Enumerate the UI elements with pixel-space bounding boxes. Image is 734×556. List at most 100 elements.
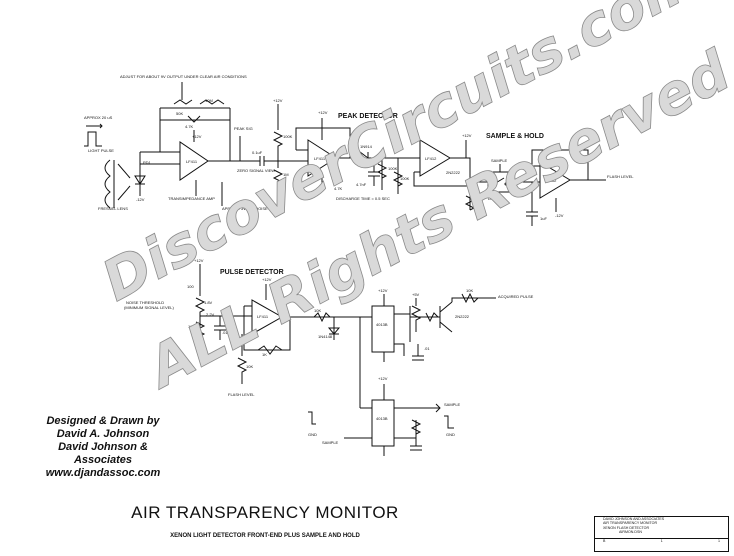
flash-level-in: FLASH LEVEL [228,392,255,397]
q1-label-top: 2N2222 [446,170,461,175]
r6-label: 10K [246,364,253,369]
v12-label-d: +12V [462,133,472,138]
light-pulse-symbol: APPROX 20 uS LIGHT PULSE [84,115,114,153]
opamp-u5: LF411 +12V 1K 10K 1N4148 10K FLASH LEVEL [228,277,360,397]
opamp-u3: LF412 2N2222 +12V 22K [413,133,483,211]
c5-label: .01 [424,346,430,351]
r5-label: 10K [314,308,321,313]
r1-label: 10M [205,98,213,103]
ctr-label: 2.2V [206,312,215,317]
r9-label: 22K [476,203,483,208]
fresnel-label: FRESNEL LENS [98,206,128,211]
credit-line3: David Johnson & Associates [58,441,148,466]
g1-label: GND [308,432,317,437]
peak-detector-title: PEAK DETECTOR [338,113,398,120]
v12-label-c: +12V [318,110,328,115]
tb-line6: 1 [660,538,663,543]
r12-label: 1K [262,352,267,357]
coupling-cap: 0.1uF [252,150,308,166]
v12-label-b: +12V [273,98,283,103]
v12-label-e: +12V [194,258,204,263]
flipflop-u6b: 4013B SAMPLE +12V SAMPLE GND GND [308,376,461,456]
transimpedance-note: TRANSIMPEDANCE AMP [168,196,215,201]
cref-label: 1.8V [204,300,213,305]
min-signal-note: (MINIMUM SIGNAL LEVEL) [124,305,175,310]
sample-in-label: SAMPLE [322,440,339,445]
approx-width-note: APPROX 20 uS [84,115,113,120]
v5-label: +5V [412,292,420,297]
u2-label: LF411 [314,156,326,161]
sample-hold-title: SAMPLE & HOLD [486,133,544,140]
r4-label: 100K [400,176,410,181]
noise-threshold-note: NOISE THRESHOLD [126,300,164,305]
diagram-title: AIR TRANSPARENCY MONITOR [131,503,399,522]
u4-label: LF412 [545,178,557,183]
sample-lbl: SAMPLE [491,158,508,163]
g2-label: GND [446,432,455,437]
v12-label-f: +12V [262,277,272,282]
tb-footer: B 1 1 [595,537,728,543]
r2-label: 100K [283,134,293,139]
credit-line1: Designed & Drawn by [46,415,160,427]
r10-label: 100 [187,284,194,289]
minus-label: -12V [136,197,145,202]
rfb-label: 4.7K [185,124,194,129]
r8-label: 100K [388,166,398,171]
tb-line5: B [603,538,606,543]
u1-label: LF411 [186,159,198,164]
v12-label-h: +12V [378,376,388,381]
threshold-divider: +12V 100 10K 1.8V 2.2V NOISE THRESHOLD (… [124,258,252,346]
r7-label: 4.7K [334,186,343,191]
tb-line1: DAVID JOHNSON AND ASSOCIATES [603,517,665,521]
r11-label: 10K [188,324,195,329]
credit-line4: www.djandassoc.com [45,467,161,479]
c4-label: .01 [222,330,228,335]
diagram-subtitle: XENON LIGHT DETECTOR FRONT-END PLUS SAMP… [170,533,360,539]
discharge-note: DISCHARGE TIME = 0.5 SEC [336,196,390,201]
pk-signal-label: PEAK SIG [234,126,253,131]
photodiode-label: PD1 [143,160,152,165]
u3-label: LF412 [425,156,437,161]
adjust-note: ADJUST FOR ABOUT 9V OUTPUT UNDER CLEAR A… [120,74,247,79]
q1-label: 2N2222 [455,314,470,319]
tb-line4: AIRMON.DSN [619,530,642,535]
r3-label: 1M [283,172,289,177]
opamp-u4: 1uF LF412 -12V FLASH LEVEL [526,149,634,226]
photodiode: PD1 -12V [134,160,152,202]
opamp-u1: LF411 50K 10M 4.7K +12V ADJUST FOR ABOUT… [120,74,260,201]
light-pulse-label: LIGHT PULSE [88,148,114,153]
d3-label: 1N4148 [318,334,333,339]
u6a-label: 4013B [376,322,388,327]
transistor-q1: 2N2222 10K ACQUIRED PULSE [410,288,534,333]
peak-signal-probe: PEAK SIG ZERO SIGNAL VIEW APPROX. 3V/μFF… [221,126,275,211]
sw-label: DG419 [488,196,501,201]
minus12-label: -12V [555,213,564,218]
approx-note: APPROX. 3V/μFF NOISE [222,206,268,211]
d1-label: 1N914 [360,144,373,149]
pulse-detector-title: PULSE DETECTOR [220,269,284,276]
fresnel-lens: FRESNEL LENS [98,159,131,211]
bias-divider: +12V 100K 1M [272,98,293,196]
radj-label: 50K [176,111,183,116]
title-block: DAVID JOHNSON AND ASSOCIATES AIR TRANSPA… [594,516,729,552]
tb-line7: 1 [718,538,720,543]
peak-diode: 1N914 4.7nF 100K 100K DISCHARGE TIME = 0… [336,144,420,201]
opamp-u2: LF411 +12V 4.7K [295,110,360,191]
acquired-pulse-label: ACQUIRED PULSE [498,294,534,299]
u5-label: LF411 [257,314,269,319]
v12-label-g: +12V [378,288,388,293]
credit-line2: David A. Johnson [56,428,150,440]
c2-label: 0.1uF [252,150,263,155]
u6b-label: 4013B [376,416,388,421]
v12-label-a: +12V [192,134,202,139]
analog-switch: DG419 SAMPLE [470,158,540,201]
tb-line3: XENON FLASH DETECTOR [603,525,650,530]
c3-label: 4.7nF [356,182,367,187]
flipflop-u6a: 4013B +12V +5V .01 [359,288,430,408]
tb-line2: AIR TRANSPARENCY MONITOR [603,521,658,526]
r-acq-label: 10K [466,288,473,293]
sample-out-label: SAMPLE [444,402,461,407]
zero-level-label: ZERO SIGNAL VIEW [237,168,275,173]
credits: Designed & Drawn by David A. Johnson Dav… [28,415,178,480]
